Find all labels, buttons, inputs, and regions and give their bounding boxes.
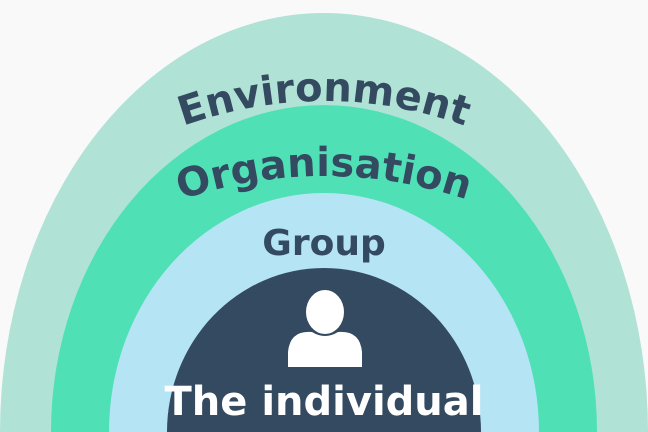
individual-label: The individual [165,379,484,425]
person-icon [288,290,362,367]
group-label: Group [262,223,385,264]
